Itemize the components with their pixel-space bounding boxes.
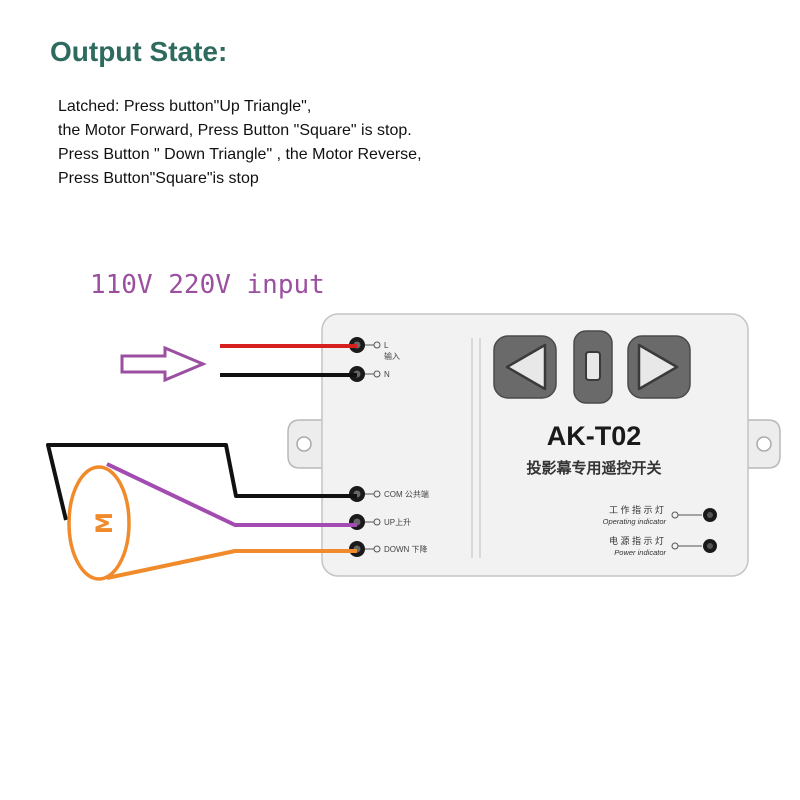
terminal-screw-up	[349, 514, 365, 530]
terminal-label-n: N	[384, 370, 390, 379]
terminal-label-input: 输入	[384, 351, 400, 361]
description-line: the Motor Forward, Press Button "Square"…	[58, 122, 412, 139]
motor-symbol	[67, 465, 131, 581]
page-title: Output State:	[50, 36, 228, 67]
power-indicator-en: Power indicator	[614, 548, 666, 557]
power-indicator-cn: 电 源 指 示 灯	[609, 535, 664, 546]
right-triangle-icon	[637, 343, 679, 391]
description: Latched: Press button"Up Triangle", the …	[58, 95, 422, 191]
operating-indicator-en: Operating indicator	[603, 517, 667, 526]
wire-common	[46, 443, 357, 521]
device-chinese-name: 投影幕专用遥控开关	[526, 459, 661, 477]
left-triangle-icon	[505, 343, 547, 391]
motor-label: M	[93, 512, 118, 534]
terminal-label-up: UP上升	[384, 518, 411, 527]
terminal-leaders	[365, 344, 374, 550]
button-square[interactable]	[573, 330, 613, 404]
square-icon	[585, 351, 601, 381]
description-line: Press Button " Down Triangle" , the Moto…	[58, 146, 422, 163]
power-indicator-led	[671, 539, 717, 553]
wire-down	[106, 549, 357, 580]
description-line: Latched: Press button"Up Triangle",	[58, 98, 312, 115]
device-model: AK-T02	[547, 421, 642, 451]
terminal-label-com: COM 公共端	[384, 489, 429, 499]
description-line: Press Button"Square"is stop	[58, 170, 259, 187]
input-voltage-label: 110V 220V input	[90, 270, 325, 300]
operating-indicator-led	[671, 508, 717, 522]
operating-indicator-cn: 工 作 指 示 灯	[609, 504, 664, 515]
button-up-triangle[interactable]	[493, 335, 557, 399]
mounting-ear-right	[744, 419, 781, 469]
terminal-label-down: DOWN 下降	[384, 544, 428, 554]
terminal-label-l: L	[384, 341, 389, 350]
button-down-triangle[interactable]	[627, 335, 691, 399]
input-arrow-icon	[120, 345, 207, 383]
mounting-ear-left	[287, 419, 326, 469]
wire-up	[106, 462, 357, 527]
